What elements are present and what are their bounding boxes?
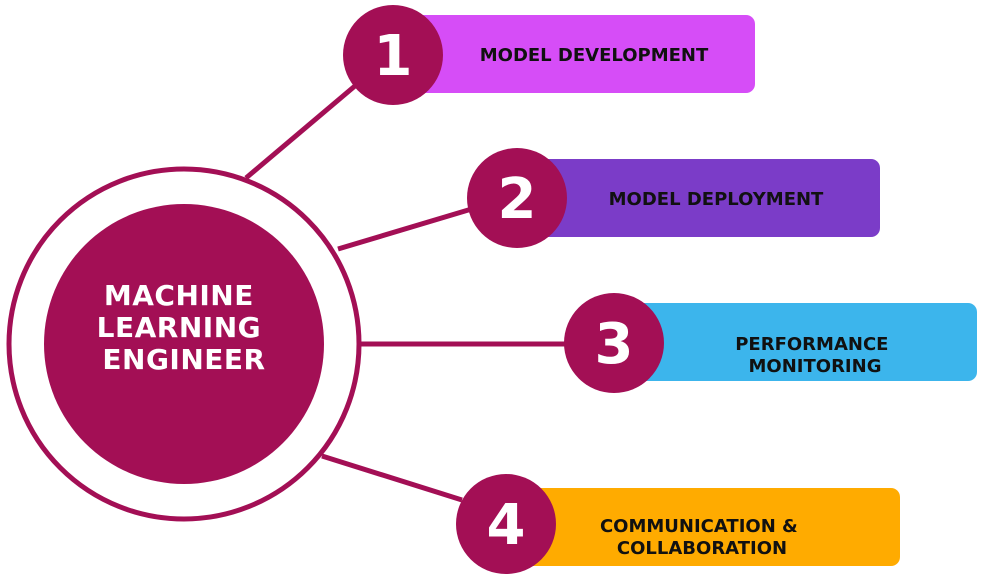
step-4-label-line-2: COLLABORATION: [617, 538, 787, 559]
step-4-badge: [456, 474, 556, 574]
step-2-card: [515, 159, 880, 237]
step-2-label-line-1: MODEL DEPLOYMENT: [609, 189, 824, 210]
central-hub-title-line-2: LEARNING: [97, 311, 261, 344]
step-3-label-line-1: PERFORMANCE: [735, 334, 888, 355]
step-1: 1 MODEL DEVELOPMENT: [343, 5, 755, 105]
step-1-card: [390, 15, 755, 93]
connector-lines: [244, 78, 570, 503]
step-1-badge: [343, 5, 443, 105]
step-3-card: [612, 303, 977, 381]
central-hub-core: [44, 204, 324, 484]
step-3-label-line-2: MONITORING: [749, 356, 882, 377]
step-2-number: 2: [498, 167, 537, 232]
step-4-label-line-1: COMMUNICATION &: [600, 516, 798, 537]
step-4: 4 COMMUNICATION & COLLABORATION: [456, 474, 900, 574]
step-1-number: 1: [374, 24, 413, 89]
central-hub-title-line-1: MACHINE: [104, 279, 254, 312]
central-hub-title-line-3: ENGINEER: [102, 343, 265, 376]
step-3-badge: [564, 293, 664, 393]
step-2: 2 MODEL DEPLOYMENT: [467, 148, 880, 248]
central-hub-title: MACHINE LEARNING ENGINEER: [97, 279, 272, 376]
step-1-label-line-1: MODEL DEVELOPMENT: [480, 45, 709, 66]
step-4-label: COMMUNICATION & COLLABORATION: [600, 516, 804, 559]
connector-line-1: [244, 78, 364, 180]
step-3-label: PERFORMANCE MONITORING: [735, 334, 895, 377]
step-4-card: [505, 488, 900, 566]
step-2-label: MODEL DEPLOYMENT: [609, 189, 824, 210]
connector-line-4: [321, 453, 463, 503]
step-2-badge: [467, 148, 567, 248]
step-1-label: MODEL DEVELOPMENT: [480, 45, 709, 66]
step-4-number: 4: [487, 493, 526, 558]
step-3-number: 3: [595, 312, 634, 377]
connector-line-2: [337, 205, 476, 252]
central-hub: MACHINE LEARNING ENGINEER: [6, 166, 362, 522]
step-3: 3 PERFORMANCE MONITORING: [564, 293, 977, 393]
